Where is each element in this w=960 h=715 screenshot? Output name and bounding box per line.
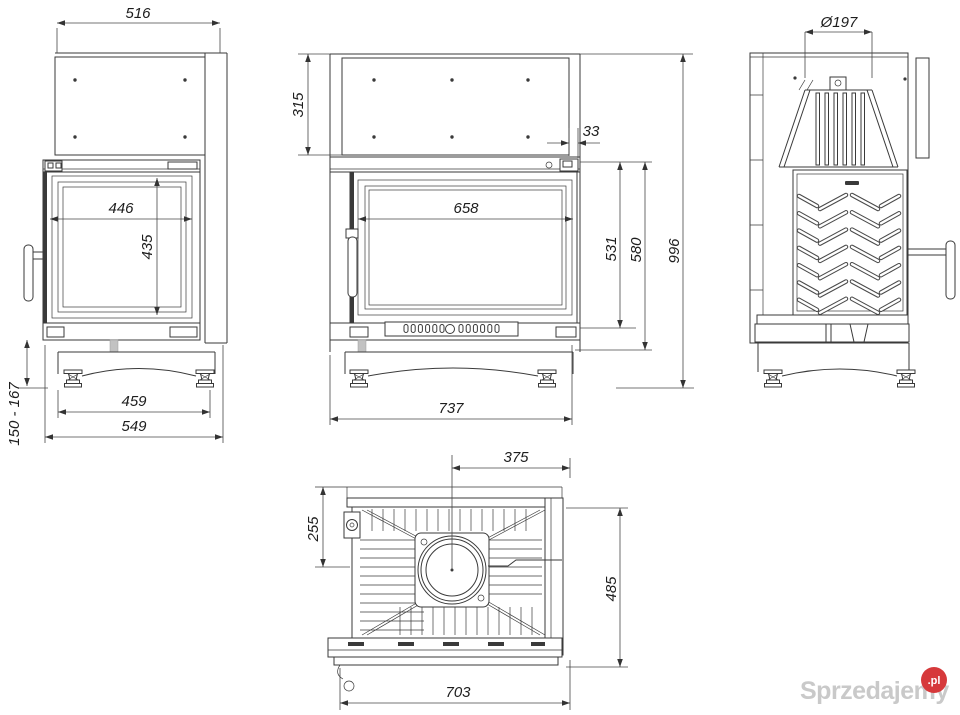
dim-front-body-height: 580 — [628, 237, 645, 263]
dim-front-door-height: 531 — [603, 236, 620, 261]
left-side-body — [23, 52, 228, 388]
left-side-dimensions: 516 446 435 150 - 167 459 549 — [6, 5, 224, 446]
top-body — [315, 486, 564, 692]
left-door-glass — [51, 175, 193, 319]
vent-knob — [445, 324, 455, 334]
rear-base — [757, 343, 916, 388]
dim-front-base-width: 737 — [438, 400, 464, 417]
damper-lever — [488, 559, 562, 567]
dim-top-width: 703 — [445, 684, 471, 701]
rear-side-panel — [915, 57, 930, 159]
dim-left-feet-span: 459 — [121, 393, 147, 410]
rear-body — [749, 52, 956, 388]
rear-dimensions: Ø197 — [804, 14, 873, 78]
front-edge-slots — [348, 642, 545, 646]
left-latch — [167, 161, 198, 170]
damper-cord — [337, 664, 344, 680]
view-left-side: 516 446 435 150 - 167 459 549 — [6, 5, 228, 446]
top-front-edge — [327, 637, 563, 658]
dim-front-hood-height: 315 — [290, 92, 307, 118]
view-rear: Ø197 — [749, 14, 956, 388]
rear-handle — [945, 240, 956, 300]
dim-top-flue-from-right: 375 — [503, 449, 529, 466]
dim-left-leg-range: 150 - 167 — [6, 382, 23, 446]
cast-brand-mark — [845, 181, 859, 185]
dim-left-glass-width: 446 — [108, 200, 134, 217]
hinge-pivot — [346, 519, 358, 531]
dim-top-flue-from-back: 255 — [305, 516, 322, 543]
front-top-band — [329, 156, 581, 173]
left-base — [57, 351, 216, 388]
dim-front-rear-offset: 33 — [583, 123, 600, 140]
dim-left-overall-width: 516 — [125, 5, 151, 22]
top-front-lip — [333, 656, 559, 666]
left-panel-screws — [73, 78, 187, 139]
left-door — [42, 171, 201, 324]
front-door-handle — [347, 236, 358, 298]
watermark: Sprzedajemy .pl — [800, 667, 950, 705]
left-door-handle — [23, 244, 34, 302]
front-door — [349, 171, 578, 324]
front-top-panel — [341, 57, 570, 156]
top-back-edge — [346, 497, 564, 508]
top-right-wall — [544, 497, 564, 656]
view-top: 375 255 485 703 — [305, 449, 628, 710]
front-panel-screws — [372, 78, 530, 139]
dim-left-glass-height: 435 — [139, 234, 156, 260]
view-front: 315 33 658 531 580 996 737 — [290, 53, 694, 425]
damper-ring — [343, 680, 355, 692]
front-door-glass — [357, 179, 573, 316]
rear-flue-guard — [778, 76, 899, 168]
dim-rear-flue-diameter: Ø197 — [820, 14, 858, 31]
dim-front-total-height: 996 — [666, 238, 683, 264]
top-dimensions: 375 255 485 703 — [305, 449, 628, 710]
top-diagonal-braces — [361, 509, 546, 636]
left-side-wall — [204, 53, 228, 344]
watermark-tld: .pl — [928, 675, 941, 687]
front-dimensions: 315 33 658 531 580 996 737 — [290, 54, 694, 425]
dim-front-glass-width: 658 — [453, 200, 479, 217]
watermark-badge — [921, 667, 947, 693]
dim-left-base-width: 549 — [121, 418, 147, 435]
dim-top-depth: 485 — [603, 576, 620, 602]
front-body — [298, 53, 693, 388]
rear-heat-shield — [792, 169, 908, 316]
left-bottom-band — [42, 322, 201, 341]
left-top-panel — [54, 56, 206, 156]
herringbone-pattern — [796, 192, 902, 316]
front-base — [344, 351, 574, 388]
vent-slots — [403, 324, 500, 333]
